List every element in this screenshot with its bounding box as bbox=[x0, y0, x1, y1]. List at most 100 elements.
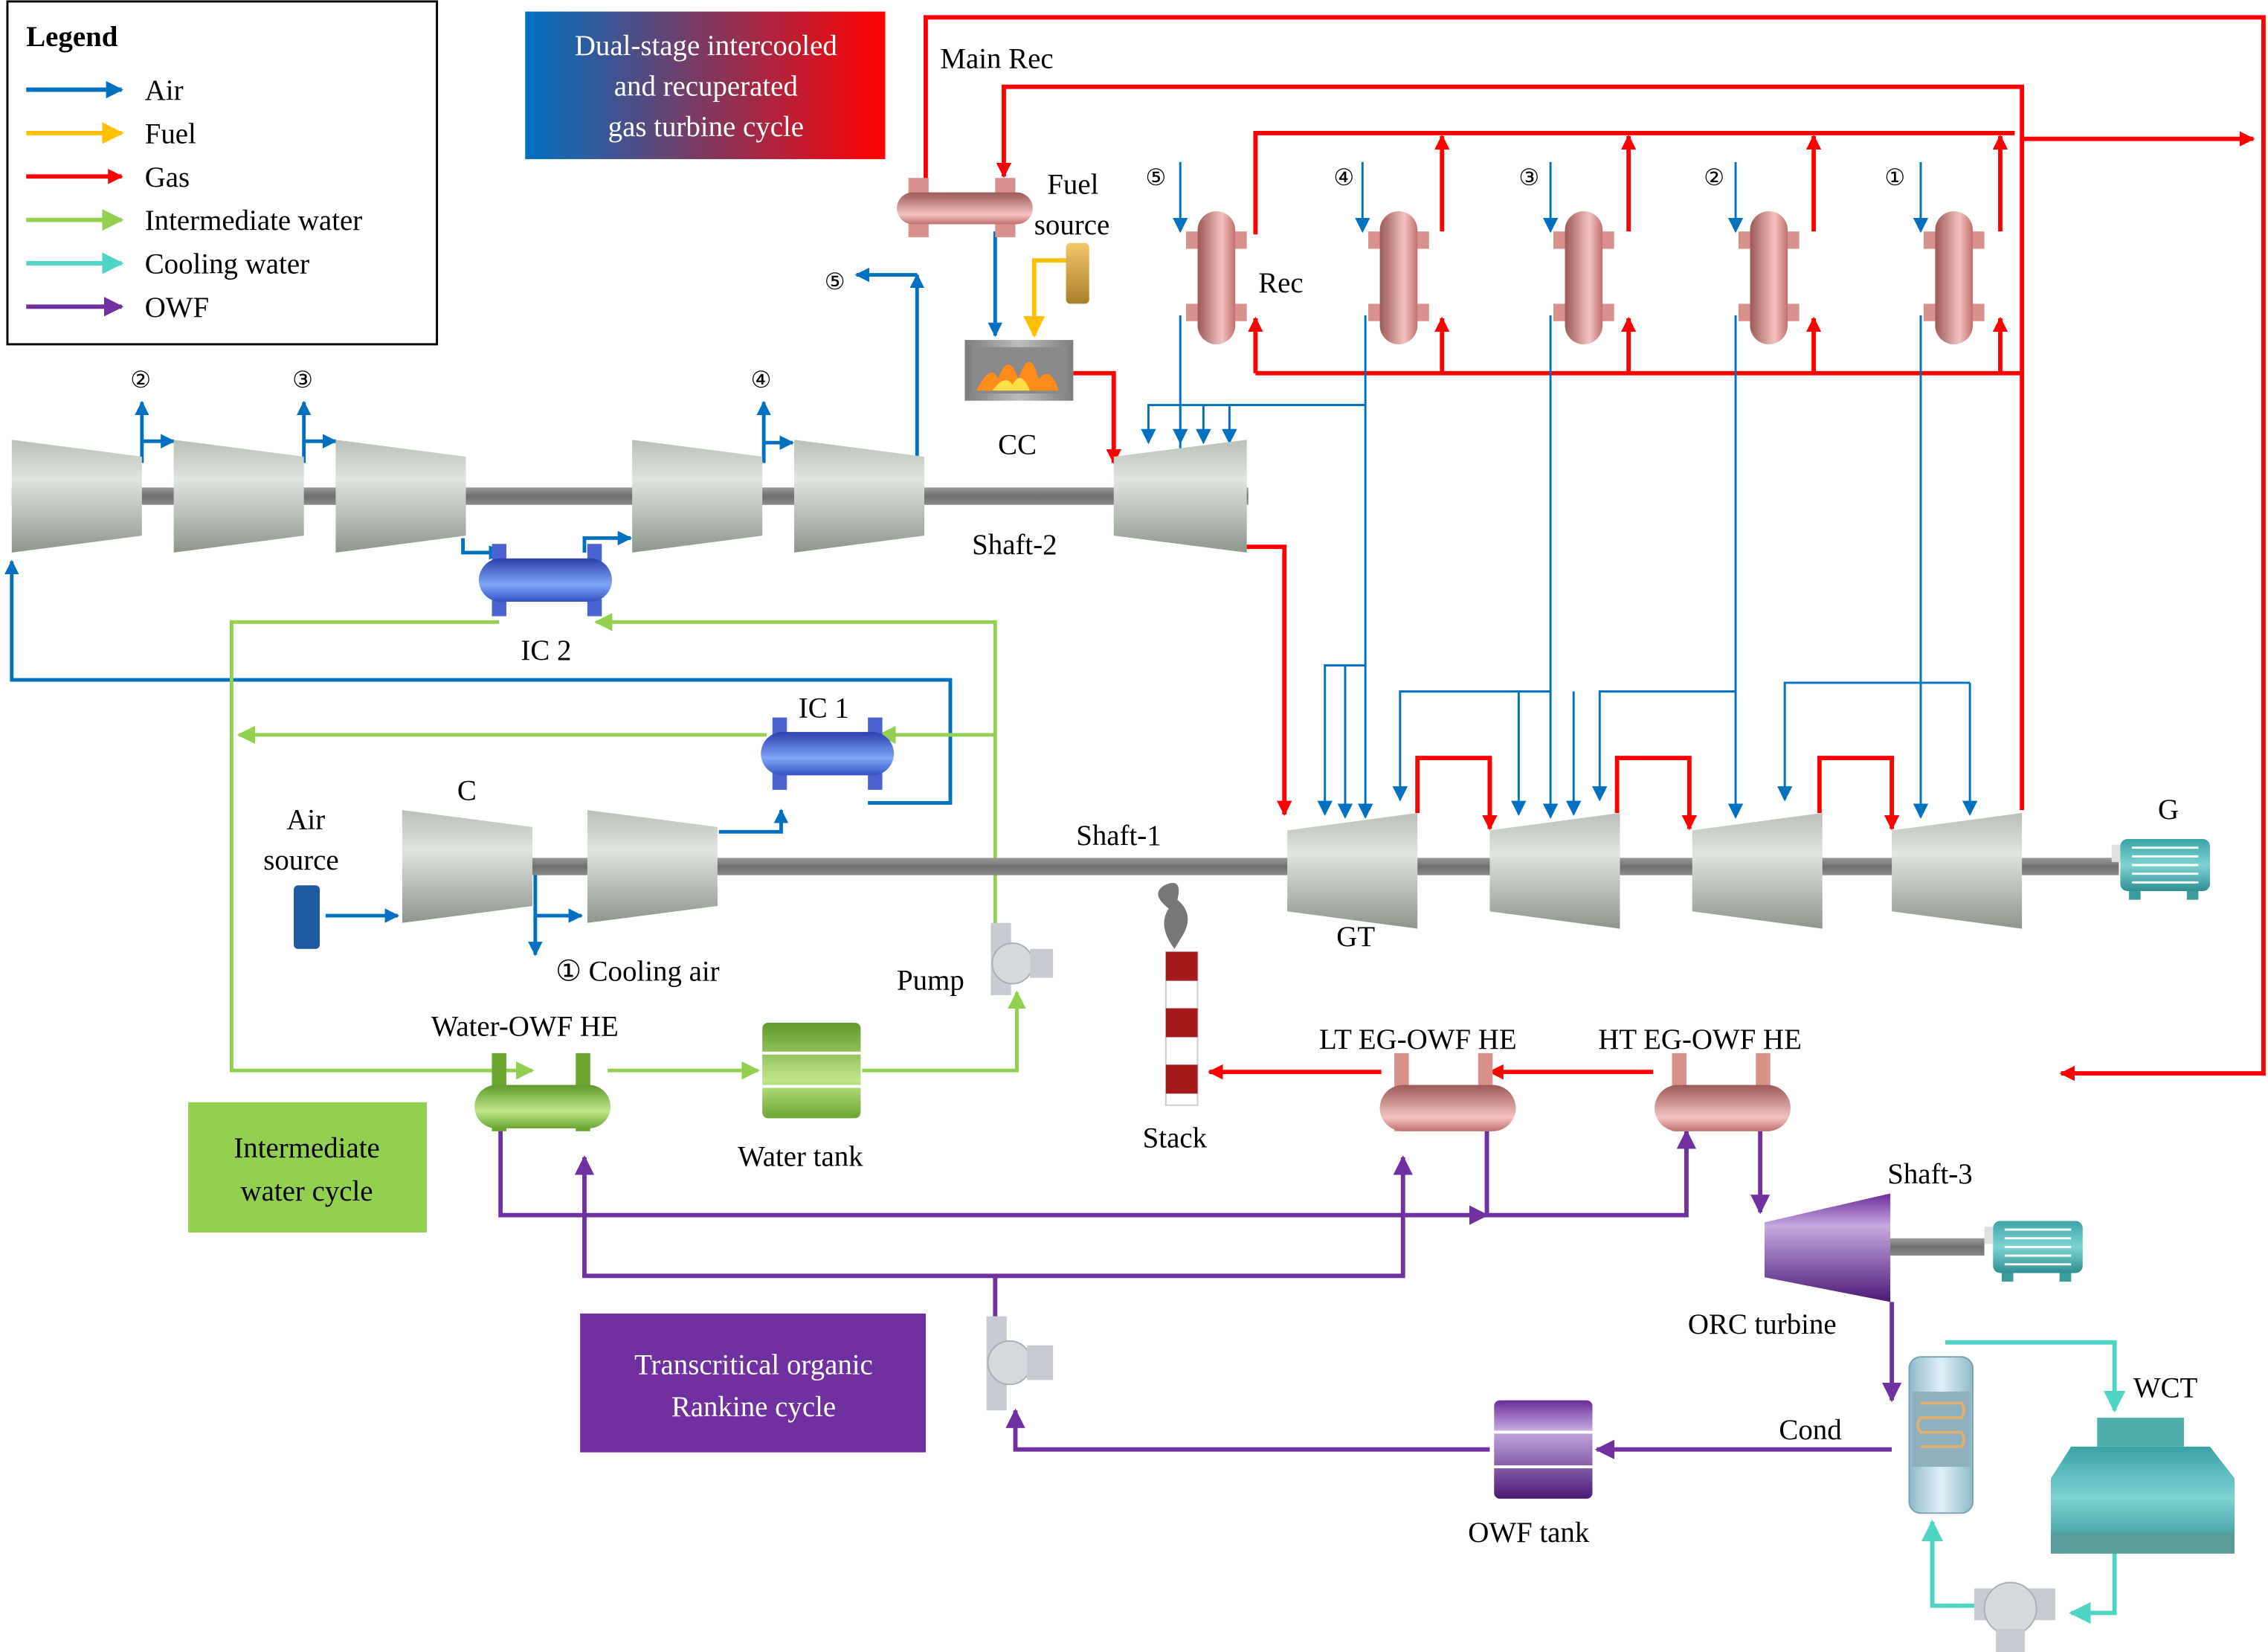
owf-tank[interactable] bbox=[1494, 1400, 1593, 1499]
legend-item: Air bbox=[26, 74, 184, 106]
intercooler-1[interactable] bbox=[761, 717, 895, 790]
recuperator[interactable] bbox=[1738, 210, 1800, 344]
lt-eg-owf-heat-exchanger[interactable] bbox=[1379, 1052, 1516, 1131]
generator-label: G bbox=[2158, 794, 2179, 826]
water-tank-label: Water tank bbox=[738, 1141, 863, 1173]
air-source-label-1: Air bbox=[286, 803, 325, 835]
intercooler-2[interactable] bbox=[478, 544, 612, 617]
marker-4: ④ bbox=[751, 367, 772, 393]
gas-line-to-main-rec bbox=[996, 84, 2025, 811]
intermediate-water-lines bbox=[229, 613, 1026, 1080]
marker-3-in: ③ bbox=[1518, 164, 1539, 190]
hp-compressor-2b[interactable] bbox=[632, 440, 763, 553]
gas-lines bbox=[924, 15, 2266, 1081]
ic2-label: IC 2 bbox=[521, 634, 571, 666]
pump-water[interactable] bbox=[990, 922, 1054, 996]
legend-item-label: Gas bbox=[145, 161, 190, 193]
owf-tank-label: OWF tank bbox=[1468, 1517, 1590, 1549]
marker-1-in: ① bbox=[1884, 164, 1905, 190]
shaft-2 bbox=[11, 487, 1249, 505]
legend-item: Cooling water bbox=[26, 248, 309, 280]
cooling-water-lines bbox=[1921, 1340, 2126, 1624]
lp-compressor-1b[interactable] bbox=[587, 810, 718, 923]
shaft-3-label: Shaft-3 bbox=[1887, 1158, 1972, 1190]
lp-compressor-2b[interactable] bbox=[173, 440, 304, 553]
legend-item: Intermediate water bbox=[26, 205, 362, 237]
legend-item-label: Intermediate water bbox=[145, 205, 363, 237]
recuperator[interactable] bbox=[1186, 210, 1247, 344]
cond-label: Cond bbox=[1779, 1414, 1841, 1446]
gt-label: GT bbox=[1336, 921, 1375, 953]
hp-compressor-2c[interactable] bbox=[793, 440, 924, 553]
svg-text:Transcritical organic: Transcritical organic bbox=[634, 1349, 873, 1381]
rec-label: Rec bbox=[1258, 267, 1303, 299]
owf-lines bbox=[498, 1128, 1902, 1459]
marker-2: ② bbox=[130, 367, 151, 393]
wct-label: WCT bbox=[2133, 1372, 2198, 1404]
gas-line-rec-top bbox=[1253, 131, 2015, 235]
gas-turbine-stage-2[interactable] bbox=[1489, 812, 1620, 929]
gas-turbine-stage-4[interactable] bbox=[1892, 812, 2023, 929]
svg-text:gas turbine cycle: gas turbine cycle bbox=[608, 111, 804, 143]
air-line-ic1-to-lpc2 bbox=[4, 559, 953, 805]
cc-label: CC bbox=[998, 429, 1037, 461]
flame-icon bbox=[976, 361, 1059, 391]
marker-5-in: ⑤ bbox=[1146, 164, 1167, 190]
fuel-source-label-1: Fuel bbox=[1047, 169, 1098, 201]
orc-turbine[interactable] bbox=[1764, 1193, 1891, 1302]
shaft-2-label: Shaft-2 bbox=[972, 529, 1057, 561]
main-rec-label: Main Rec bbox=[940, 42, 1053, 74]
svg-text:Rankine cycle: Rankine cycle bbox=[671, 1391, 836, 1423]
air-source[interactable] bbox=[294, 885, 320, 949]
gas-line-hpt-to-gt bbox=[1243, 544, 1292, 816]
cooling-air-label: ① Cooling air bbox=[555, 956, 720, 988]
generator-orc[interactable] bbox=[1984, 1221, 2083, 1282]
generator-main[interactable] bbox=[2111, 839, 2210, 900]
legend-item-label: OWF bbox=[145, 292, 209, 324]
svg-text:and recuperated: and recuperated bbox=[614, 70, 798, 102]
stack[interactable] bbox=[1158, 883, 1199, 1106]
shaft-3 bbox=[1866, 1238, 1985, 1256]
main-recuperator[interactable] bbox=[897, 178, 1033, 237]
recuperator[interactable] bbox=[1553, 210, 1614, 344]
recuperator[interactable] bbox=[1923, 210, 1985, 344]
fuel-source[interactable] bbox=[1066, 242, 1089, 304]
fuel-line bbox=[1023, 258, 1068, 338]
shaft-1-label: Shaft-1 bbox=[1076, 820, 1161, 852]
pump-cooling-water[interactable] bbox=[1974, 1581, 2055, 1652]
marker-3: ③ bbox=[292, 367, 313, 393]
stack-label: Stack bbox=[1143, 1122, 1208, 1154]
recuperator[interactable] bbox=[1368, 210, 1429, 344]
cooling-air-lines bbox=[1141, 161, 1978, 819]
ht-eg-owf-heat-exchanger[interactable] bbox=[1655, 1052, 1791, 1131]
condenser[interactable] bbox=[1908, 1356, 1974, 1514]
air-lines bbox=[4, 231, 1003, 957]
orc-turbine-label: ORC turbine bbox=[1688, 1308, 1837, 1340]
lp-compressor-1a[interactable] bbox=[402, 810, 532, 923]
fuel-source-label-2: source bbox=[1034, 209, 1109, 241]
wet-cooling-tower[interactable] bbox=[2051, 1417, 2235, 1554]
hp-turbine[interactable] bbox=[1113, 440, 1247, 553]
legend-box bbox=[6, 0, 439, 346]
pump-label: Pump bbox=[897, 964, 964, 996]
gas-line-cc-to-hpt bbox=[1073, 370, 1121, 465]
marker-4-in: ④ bbox=[1333, 164, 1354, 190]
ht-he-label: HT EG-OWF HE bbox=[1598, 1023, 1802, 1055]
water-owf-heat-exchanger[interactable] bbox=[474, 1052, 611, 1131]
gas-turbine-stage-1[interactable] bbox=[1287, 812, 1418, 929]
gas-turbine-stage-3[interactable] bbox=[1692, 812, 1823, 929]
pump-owf[interactable] bbox=[986, 1316, 1054, 1411]
legend-item: Fuel bbox=[26, 118, 196, 150]
combustion-chamber[interactable] bbox=[964, 340, 1074, 401]
water-tank[interactable] bbox=[762, 1022, 861, 1119]
hp-compressor-2a[interactable] bbox=[335, 440, 466, 553]
marker-5-out: ⑤ bbox=[825, 269, 845, 295]
gas-turbine-cycle-label: Dual-stage intercooled and recuperated g… bbox=[525, 11, 886, 159]
lp-compressor-2a[interactable] bbox=[11, 440, 142, 553]
gas-line-main-loop bbox=[924, 15, 2266, 1081]
legend-title: Legend bbox=[26, 21, 117, 53]
legend-item-label: Air bbox=[145, 74, 184, 106]
compressor-label: C bbox=[457, 774, 477, 806]
legend-item: OWF bbox=[26, 292, 209, 324]
